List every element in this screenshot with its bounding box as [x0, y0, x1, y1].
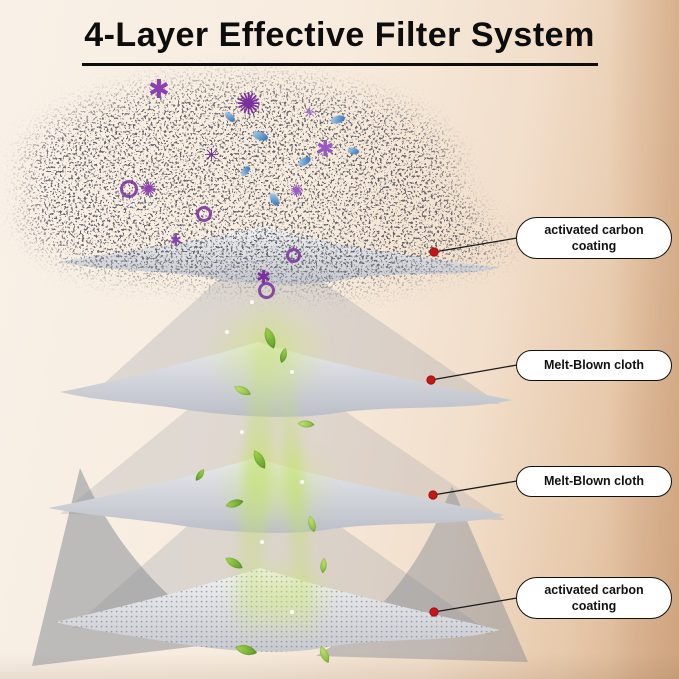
- sparkle-icon: [240, 430, 244, 434]
- background-bottom-shade: [0, 653, 679, 679]
- microbe-ring-icon: [258, 282, 275, 299]
- virus-icon: ✺: [140, 179, 157, 201]
- virus-icon: ✱: [316, 136, 335, 161]
- sparkle-icon: [250, 300, 254, 304]
- title-underline: [81, 63, 598, 67]
- microbe-ring-icon: [196, 206, 212, 222]
- sparkle-icon: [300, 480, 304, 484]
- microbe-ring-icon: [286, 248, 301, 263]
- virus-icon: ✳: [204, 145, 220, 165]
- sparkle-icon: [290, 370, 294, 374]
- callout-label: activated carbon coating: [544, 582, 644, 613]
- virus-icon: ✺: [236, 88, 262, 121]
- clean-air-glow: [188, 415, 363, 555]
- callout-activated-carbon-top: activated carbon coating: [516, 217, 672, 259]
- callout-activated-carbon-bottom: activated carbon coating: [516, 577, 672, 619]
- title-block: 4-Layer Effective Filter System: [0, 16, 679, 67]
- clean-air-glow: [198, 535, 363, 660]
- virus-icon: ✺: [290, 183, 304, 200]
- sparkle-icon: [290, 610, 294, 614]
- microbe-ring-icon: [120, 180, 138, 198]
- virus-icon: ✱: [148, 74, 170, 104]
- virus-icon: ✱: [256, 267, 272, 287]
- callout-label: Melt-Blown cloth: [544, 474, 644, 489]
- virus-icon: ✳: [303, 105, 317, 122]
- callout-label: activated carbon coating: [544, 222, 644, 253]
- page-title: 4-Layer Effective Filter System: [84, 16, 595, 54]
- callout-label: Melt-Blown cloth: [544, 358, 644, 373]
- callout-melt-blown-lower: Melt-Blown cloth: [516, 466, 672, 497]
- callout-connectors: [430, 237, 518, 613]
- sparkle-icon: [225, 330, 229, 334]
- connector-dots: [426, 247, 439, 617]
- background-right-shade: [609, 0, 679, 679]
- dust-cloud: [25, 82, 508, 287]
- virus-icon: ✱: [170, 232, 182, 248]
- sparkle-icon: [260, 540, 264, 544]
- callout-melt-blown-upper: Melt-Blown cloth: [516, 350, 672, 381]
